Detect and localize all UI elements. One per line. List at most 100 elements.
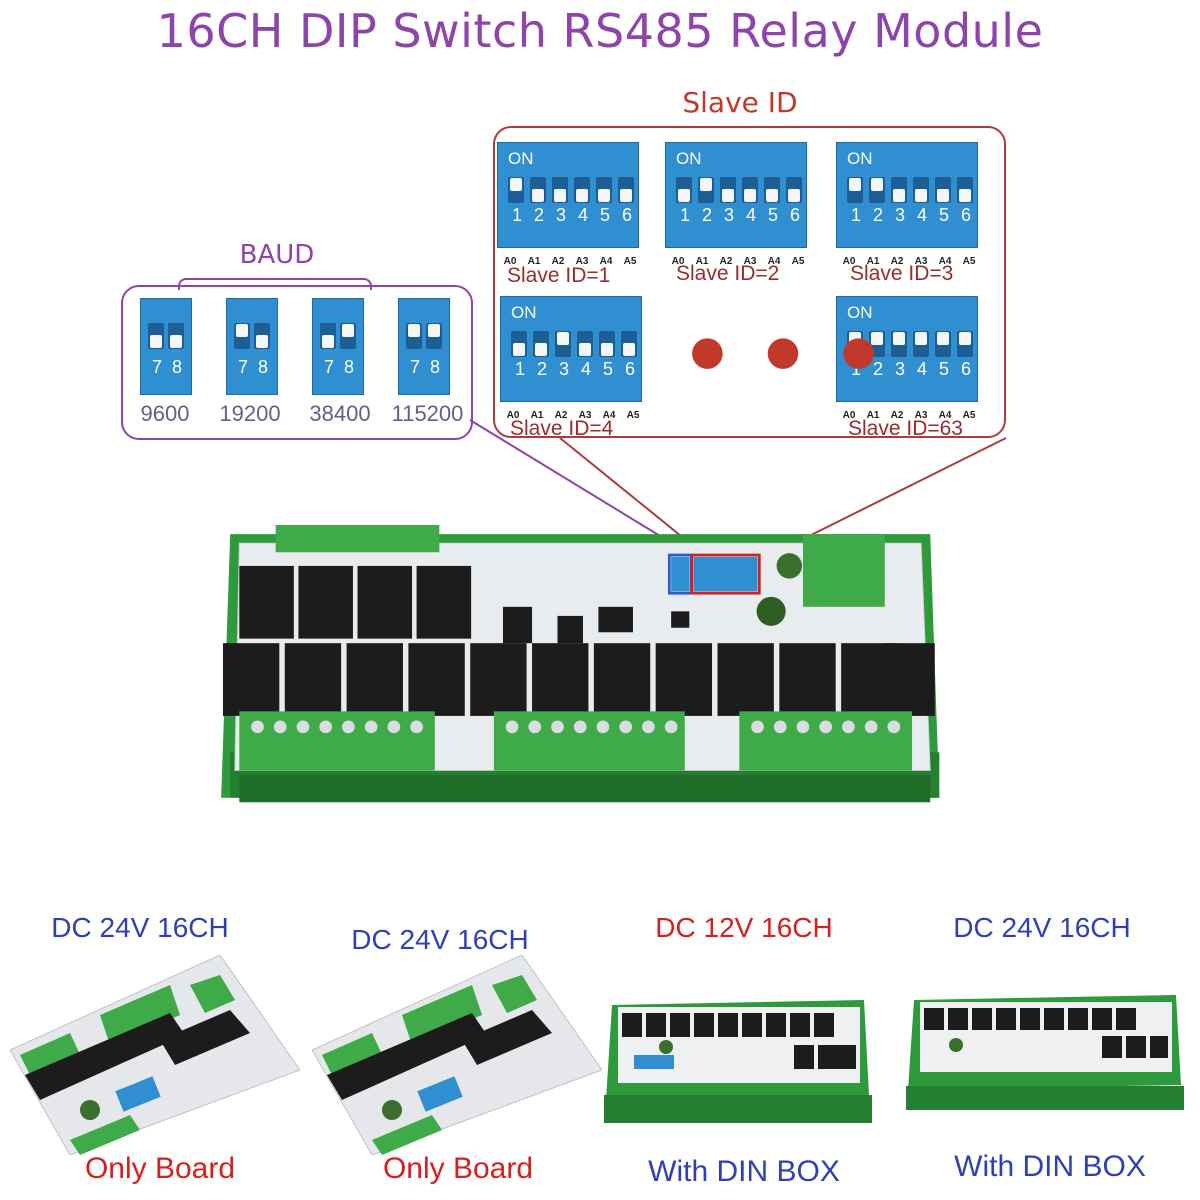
- page-title: 16CH DIP Switch RS485 Relay Module: [156, 4, 1044, 58]
- slave-id-label: Slave ID: [682, 86, 798, 119]
- address-label: A5: [962, 410, 976, 421]
- dip-number: 3: [555, 205, 566, 225]
- dip-number: 1: [850, 205, 861, 225]
- dip-lever: [577, 331, 593, 357]
- dip-number: 1: [511, 205, 522, 225]
- dip-number: 3: [894, 359, 905, 379]
- dip-number: 7: [409, 357, 420, 377]
- dip-lever: [869, 177, 885, 203]
- dip-number: 1: [850, 359, 861, 379]
- dip-lever: [320, 323, 336, 349]
- dip-lever: [555, 331, 571, 357]
- address-label: A3: [914, 256, 928, 267]
- dip-number: 2: [536, 359, 547, 379]
- dip-number: 3: [558, 359, 569, 379]
- dip-on-label: ON: [508, 149, 534, 168]
- callout-lines: [469, 419, 1007, 554]
- dip-number: 5: [602, 359, 613, 379]
- address-label: A2: [719, 256, 733, 267]
- address-label: A0: [842, 256, 856, 267]
- variant-4-caption: With DIN BOX: [954, 1150, 1146, 1183]
- dip-lever: [340, 323, 356, 349]
- dip-number: 2: [701, 205, 712, 225]
- dip-on-label: ON: [511, 303, 537, 322]
- dip-number: 4: [916, 359, 927, 379]
- dip-lever: [847, 331, 863, 357]
- variant-1-caption: Only Board: [84, 1152, 236, 1185]
- dip-lever: [720, 177, 736, 203]
- address-label: A0: [506, 410, 520, 421]
- address-label: A2: [890, 410, 904, 421]
- dip-lever: [913, 177, 929, 203]
- dip-number: 5: [767, 205, 778, 225]
- dip-number: 3: [894, 205, 905, 225]
- dip-on-label: ON: [847, 303, 873, 322]
- address-label: A1: [530, 410, 544, 421]
- dip-lever: [596, 177, 612, 203]
- variant-4-title: DC 24V 16CH: [953, 912, 1131, 943]
- address-label: A5: [626, 410, 640, 421]
- address-label: A4: [767, 256, 781, 267]
- address-label: A1: [695, 256, 709, 267]
- dip-lever: [869, 331, 885, 357]
- slave-id-caption-4: Slave ID=4: [510, 417, 614, 440]
- dip-lever: [148, 323, 164, 349]
- address-label: A0: [671, 256, 685, 267]
- address-label: A5: [962, 256, 976, 267]
- baud-caption-9600: 9600: [140, 401, 190, 426]
- address-label: A1: [866, 256, 880, 267]
- dip-number: 8: [171, 357, 182, 377]
- dip-number: 1: [514, 359, 525, 379]
- dip-number: 4: [577, 205, 588, 225]
- variant-3-image: [604, 1000, 872, 1123]
- address-label: A4: [602, 410, 616, 421]
- dip-number: 6: [621, 205, 632, 225]
- address-label: A4: [599, 256, 613, 267]
- dip-number: 5: [938, 359, 949, 379]
- dip-number: 5: [938, 205, 949, 225]
- dip-number: 2: [533, 205, 544, 225]
- dip-on-label: ON: [676, 149, 702, 168]
- dip-lever: [406, 323, 422, 349]
- dip-lever: [676, 177, 692, 203]
- address-label: A4: [938, 256, 952, 267]
- variant-1-title: DC 24V 16CH: [51, 912, 229, 943]
- dip-lever: [426, 323, 442, 349]
- address-label: A2: [554, 410, 568, 421]
- dip-lever: [957, 331, 973, 357]
- address-label: A5: [623, 256, 637, 267]
- dip-lever: [621, 331, 637, 357]
- variant-1-image: [10, 955, 300, 1155]
- dip-lever: [913, 331, 929, 357]
- dip-lever: [957, 177, 973, 203]
- baud-caption-115200: 115200: [391, 401, 464, 426]
- dip-number: 7: [237, 357, 248, 377]
- variant-2-image: [312, 955, 602, 1155]
- dip-lever: [786, 177, 802, 203]
- address-label: A3: [914, 410, 928, 421]
- dip-lever: [168, 323, 184, 349]
- address-label: A5: [791, 256, 805, 267]
- dip-lever: [530, 177, 546, 203]
- dip-lever: [698, 177, 714, 203]
- dip-lever: [533, 331, 549, 357]
- dip-number: 7: [151, 357, 162, 377]
- address-label: A3: [575, 256, 589, 267]
- dip-number: 6: [789, 205, 800, 225]
- variant-2-title: DC 24V 16CH: [351, 924, 529, 955]
- dip-number: 3: [723, 205, 734, 225]
- dip-number: 5: [599, 205, 610, 225]
- address-label: A2: [890, 256, 904, 267]
- dip-number: 8: [343, 357, 354, 377]
- dip-number: 6: [624, 359, 635, 379]
- variant-2-caption: Only Board: [382, 1152, 534, 1185]
- address-label: A3: [743, 256, 757, 267]
- dip-lever: [935, 331, 951, 357]
- dip-lever: [764, 177, 780, 203]
- relay-board-image: [221, 525, 940, 803]
- variant-4-image: [906, 995, 1184, 1110]
- dip-lever: [935, 177, 951, 203]
